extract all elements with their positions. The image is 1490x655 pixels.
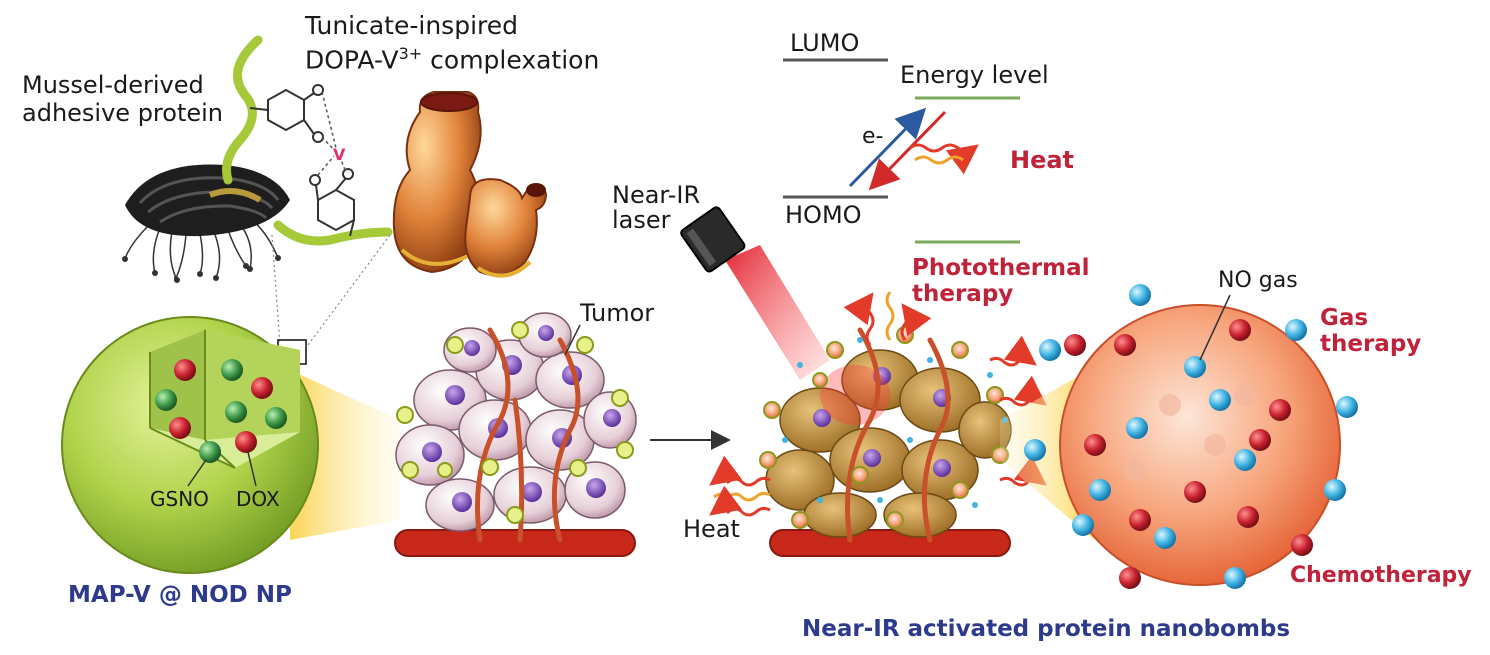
tunicate-label-prefix: DOPA-V [305,45,399,75]
tunicate-label-suffix: complexation [422,45,600,75]
tumor-cluster [394,312,637,557]
electron-label: e- [862,124,884,149]
homo-label: HOMO [785,201,862,229]
tunicate-label-sup: 3+ [398,44,423,63]
laser-label: Near-IR laser [612,181,701,235]
tumor-label: Tumor [580,299,655,327]
mussel-label: Mussel-derived adhesive protein [22,71,223,127]
mussel-illustration [122,164,290,283]
tumor-pointer [564,324,581,356]
energy-diagram [783,58,1020,244]
heat-waves [709,291,1047,517]
zoom-guide-lines [271,234,391,346]
tunicate-label-line2: DOPA-V3+ complexation [305,44,600,75]
nanobombs-title: Near-IR activated protein nanobombs [802,616,1291,642]
np-title: MAP-V @ NOD NP [68,582,292,608]
vanadium-label: V [333,145,346,164]
activated-tumor [759,326,1012,557]
left-zoom-cone [290,370,400,540]
near-ir-laser [680,206,830,380]
no-gas-label: NO gas [1218,268,1298,293]
gas-therapy-label: Gas therapy [1320,305,1422,358]
dopa-v-complex [222,35,393,246]
photothermal-label: Photothermal therapy [912,255,1090,308]
heat-bottom-label: Heat [683,515,740,543]
energy-level-label: Energy level [900,61,1049,89]
relaxation-arrow [868,110,947,191]
tunicate-label-line1: Tunicate-inspired [305,11,518,40]
chemotherapy-label: Chemotherapy [1290,563,1472,588]
heat-top-label: Heat [1010,146,1075,174]
lumo-label: LUMO [790,29,860,57]
released-particles [1024,284,1358,589]
map-v-nod-nanoparticle [61,316,319,574]
excitation-arrow [848,107,927,188]
tunicate-illustration [392,91,548,278]
no-gas-pointer [1199,294,1231,361]
dox-label: DOX [236,487,280,511]
gsno-label: GSNO [150,487,209,511]
nanobomb-sphere [1059,294,1341,586]
